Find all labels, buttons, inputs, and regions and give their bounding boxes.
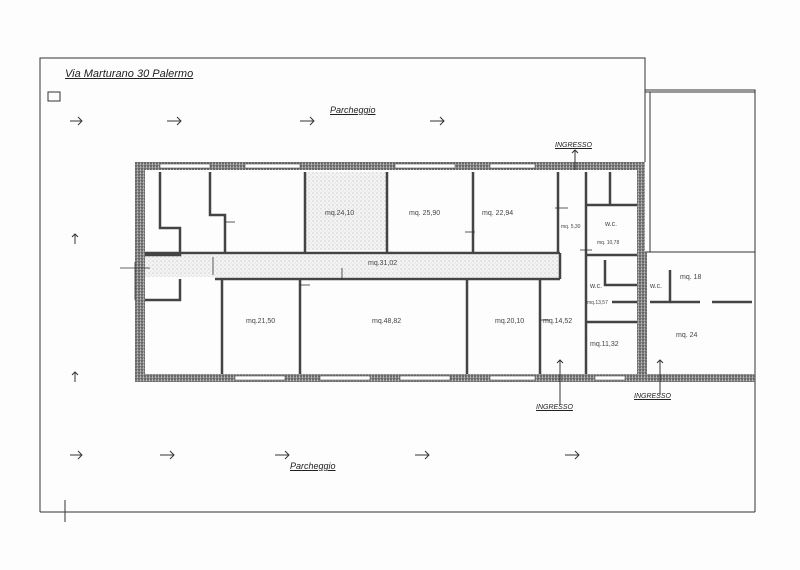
room-label: mq. 18	[680, 274, 702, 281]
room-label: w.c.	[590, 283, 603, 290]
dotted-floors	[145, 172, 560, 277]
parking-label-south: Parcheggio	[290, 461, 336, 471]
parking-arrow-icons	[55, 116, 664, 522]
room-label: mq.24,10	[325, 210, 355, 217]
address-title: Via Marturano 30 Palermo	[65, 68, 194, 80]
entrance-label-north: INGRESSO	[555, 142, 592, 149]
site-boundary	[39, 57, 756, 513]
room-label: mq.48,82	[372, 318, 402, 325]
room-label: mq. 5,30	[561, 224, 581, 230]
room-label: mq.11,32	[590, 341, 619, 348]
door-marks	[120, 207, 592, 321]
room-label: mq. 22,94	[482, 210, 514, 217]
room-label: mq.21,50	[246, 318, 276, 325]
room-label: mq.20,10	[495, 318, 525, 325]
room-label: mq. 25,90	[409, 210, 441, 217]
exterior-walls	[135, 162, 755, 382]
room-label: mq.13,57	[587, 300, 608, 306]
interior-walls	[145, 172, 752, 374]
room-label: w.c.	[650, 283, 663, 290]
entrance-label-south: INGRESSO	[536, 404, 573, 411]
room-label: mq.14,52	[543, 318, 573, 325]
entrance-label-east: INGRESSO	[634, 393, 671, 400]
parking-label-north: Parcheggio	[330, 105, 376, 115]
room-label: w.c.	[605, 221, 618, 228]
corridor-label: mq.31,02	[368, 260, 398, 267]
room-label: mq. 10,78	[597, 240, 620, 246]
room-label: mq. 24	[676, 332, 698, 339]
